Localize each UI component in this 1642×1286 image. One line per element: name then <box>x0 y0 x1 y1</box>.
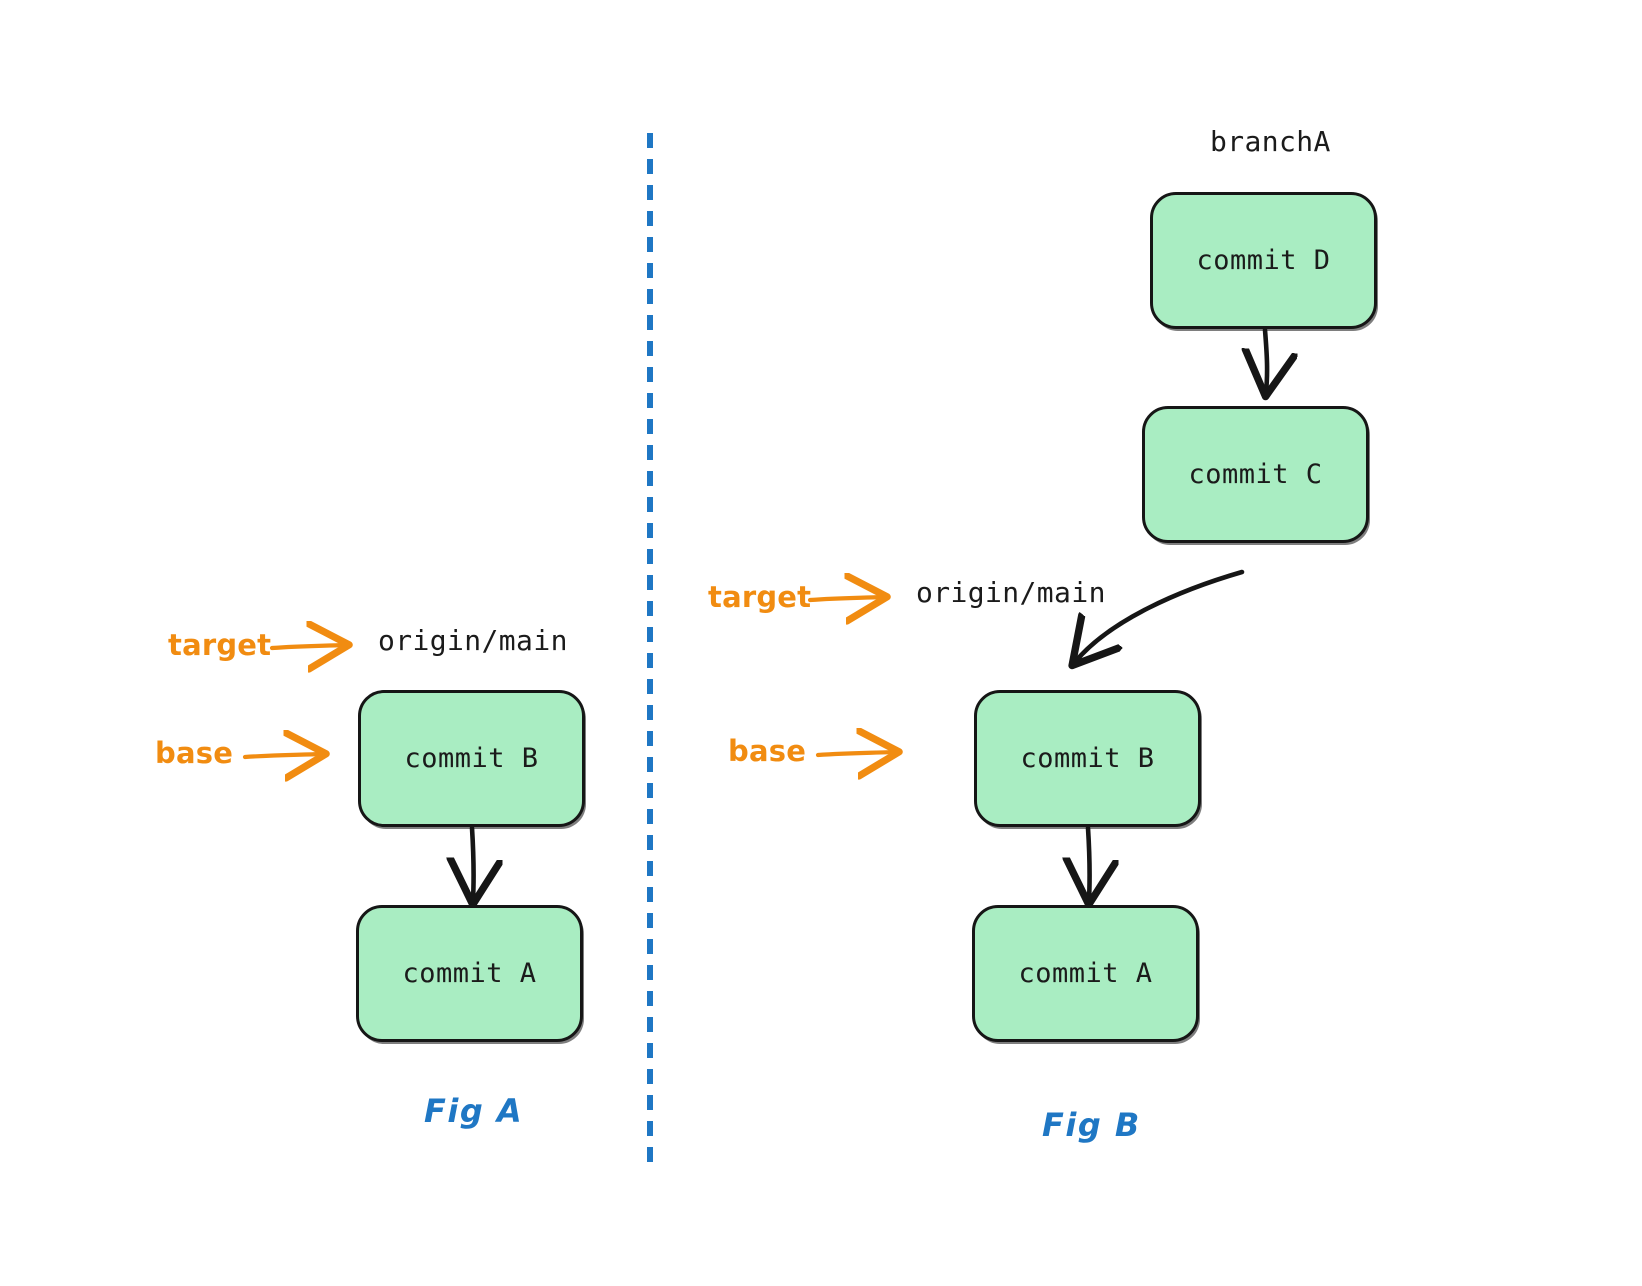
commit-node-label: commit A <box>1018 958 1153 989</box>
edge-commit-b-to-commit-a-fig-b <box>1088 825 1090 900</box>
annotation-base-fig-a: base <box>155 736 234 770</box>
commit-node-commit-b-fig-a[interactable]: commit B <box>358 690 585 827</box>
annotation-target-fig-a: target <box>168 628 272 662</box>
edge-commit-c-to-commit-b-fig-b <box>1075 569 1245 662</box>
commit-node-label: commit B <box>404 743 539 774</box>
figure-caption-fig-a: Fig A <box>424 1092 524 1130</box>
base-arrow-fig-a <box>242 754 322 757</box>
commit-node-label: commit B <box>1020 743 1155 774</box>
commit-node-label: commit A <box>402 958 537 989</box>
target-arrow-fig-a <box>269 645 345 648</box>
edge-commit-b-to-commit-a-fig-a <box>472 825 474 900</box>
commit-node-commit-b-fig-b[interactable]: commit B <box>974 690 1201 827</box>
annotation-base-fig-b: base <box>728 734 807 768</box>
base-arrow-fig-b <box>815 752 895 755</box>
annotation-target-fig-b: target <box>708 580 812 614</box>
ref-label-origin-main-fig-b: origin/main <box>916 576 1106 609</box>
figure-caption-fig-b: Fig B <box>1042 1106 1141 1144</box>
commit-node-commit-a-fig-a[interactable]: commit A <box>356 905 583 1042</box>
commit-node-commit-d-fig-b[interactable]: commit D <box>1150 192 1377 329</box>
commit-node-label: commit D <box>1196 245 1331 276</box>
commit-node-label: commit C <box>1188 459 1323 490</box>
commit-node-commit-c-fig-b[interactable]: commit C <box>1142 406 1369 543</box>
commit-node-commit-a-fig-b[interactable]: commit A <box>972 905 1199 1042</box>
target-arrow-fig-b <box>807 597 883 600</box>
ref-label-brancha-fig-b: branchA <box>1210 125 1331 158</box>
edge-commit-d-to-commit-c-fig-b <box>1265 327 1267 392</box>
ref-label-origin-main-fig-a: origin/main <box>378 624 568 657</box>
